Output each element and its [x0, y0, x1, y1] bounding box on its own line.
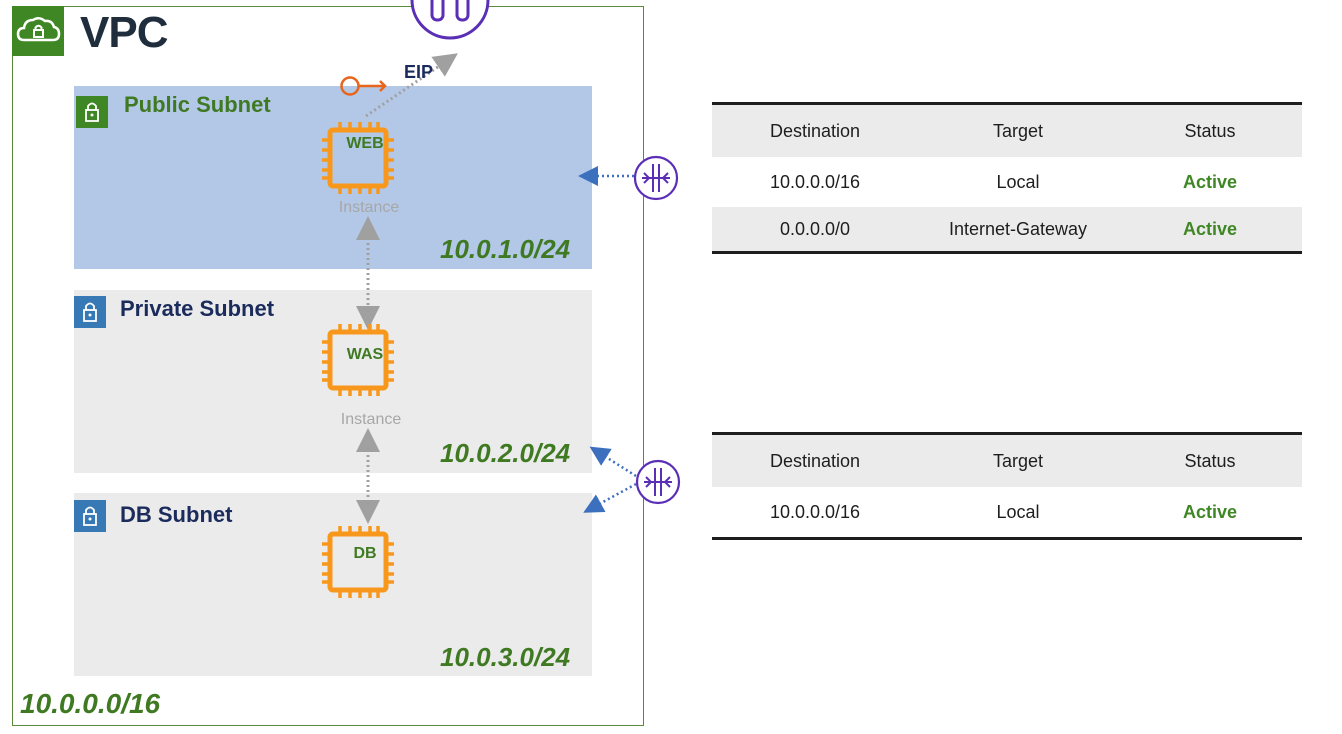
- table-row: 10.0.0.0/16 Local Active: [712, 487, 1302, 537]
- route-target: Internet-Gateway: [948, 218, 1088, 239]
- router-icon: [635, 459, 681, 505]
- vpc-boundary: [12, 6, 644, 726]
- private-subnet: [74, 290, 592, 473]
- lock-icon: [74, 296, 106, 328]
- column-header-status: Status: [1184, 450, 1236, 471]
- column-header-destination: Destination: [769, 120, 861, 141]
- route-table-header: Destination Target Status: [712, 105, 1302, 157]
- internet-gateway-icon: [410, 0, 490, 40]
- public-subnet: [74, 86, 592, 269]
- column-header-target: Target: [992, 450, 1044, 471]
- web-instance-caption: Instance: [338, 199, 400, 216]
- router-db-connector: [583, 482, 637, 513]
- route-status: Active: [1182, 501, 1238, 522]
- column-header-status: Status: [1184, 120, 1236, 141]
- router-private-connector: [589, 446, 637, 478]
- private-subnet-cidr: 10.0.2.0/24: [440, 438, 571, 468]
- db-subnet-cidr: 10.0.3.0/24: [440, 642, 571, 672]
- route-target: Local: [996, 501, 1040, 522]
- eip-gateway-connector: [365, 53, 458, 118]
- route-status: Active: [1182, 171, 1238, 192]
- lock-icon: [76, 96, 108, 128]
- route-target: Local: [996, 171, 1040, 192]
- public-subnet-label: Public Subnet: [124, 92, 271, 117]
- was-instance-caption: Instance: [340, 411, 402, 428]
- eip-label: EIP: [404, 62, 434, 82]
- was-instance-name: WAS: [346, 346, 384, 363]
- vpc-cloud-lock-icon: [12, 6, 64, 56]
- route-table-header: Destination Target Status: [712, 435, 1302, 487]
- web-instance-name: WEB: [346, 135, 384, 152]
- route-status: Active: [1182, 218, 1238, 239]
- route-destination: 0.0.0.0/0: [779, 218, 851, 239]
- db-subnet: [74, 493, 592, 676]
- column-header-target: Target: [992, 120, 1044, 141]
- vpc-title: VPC: [80, 8, 168, 57]
- elastic-ip-key-icon: [340, 76, 387, 96]
- table-row: 10.0.0.0/16 Local Active: [712, 157, 1302, 207]
- table-row: 0.0.0.0/0 Internet-Gateway Active: [712, 207, 1302, 251]
- router-icon: [633, 155, 679, 201]
- column-header-destination: Destination: [769, 450, 861, 471]
- lock-icon: [74, 500, 106, 532]
- public-route-table: Destination Target Status 10.0.0.0/16 Lo…: [712, 102, 1302, 254]
- private-route-table: Destination Target Status 10.0.0.0/16 Lo…: [712, 432, 1302, 540]
- route-destination: 10.0.0.0/16: [769, 501, 861, 522]
- web-instance-chip-icon: [322, 122, 394, 194]
- route-destination: 10.0.0.0/16: [769, 171, 861, 192]
- public-subnet-cidr: 10.0.1.0/24: [440, 234, 571, 264]
- private-subnet-label: Private Subnet: [120, 296, 275, 321]
- vpc-cidr: 10.0.0.0/16: [20, 688, 161, 719]
- db-instance-name: DB: [353, 545, 377, 562]
- db-subnet-label: DB Subnet: [120, 502, 233, 527]
